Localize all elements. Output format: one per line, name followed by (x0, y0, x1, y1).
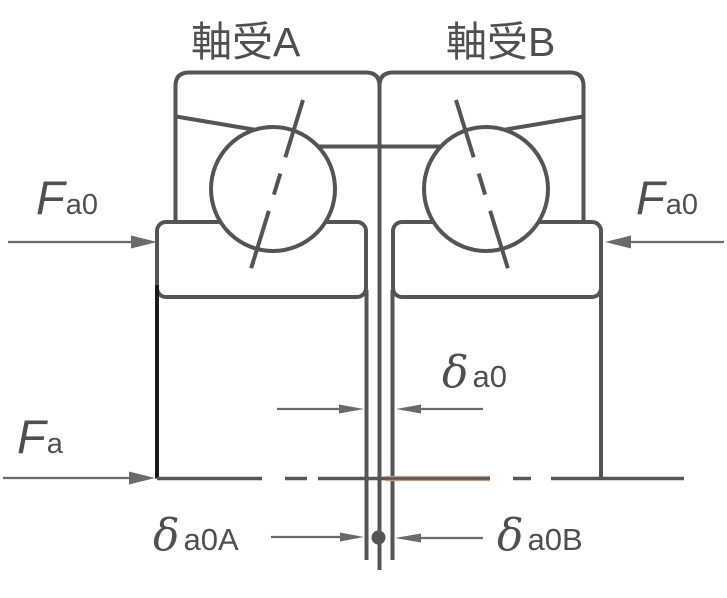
delta-a0b-subscript: a0B (527, 522, 583, 557)
fa-subscript: a (46, 428, 63, 460)
ball-b (422, 125, 550, 253)
fa0-left-label: F a0 (36, 170, 98, 225)
delta-a0a-subscript: a0A (183, 522, 239, 557)
delta-a0a-symbol: δ (153, 510, 180, 561)
delta-a0b-symbol: δ (497, 510, 524, 561)
fa-symbol: F (17, 410, 46, 463)
outer-ring-b-outline (377, 70, 586, 222)
fa0-right-subscript: a0 (665, 189, 698, 221)
delta-a0a-label: δ a0A (153, 510, 239, 561)
fa0-right-label: F a0 (636, 170, 698, 225)
outer-ring-a-shoulder-line (175, 114, 257, 132)
outer-ring-a-outline (173, 70, 382, 222)
ball-a (209, 125, 337, 253)
delta-a0-label: δ a0 (442, 347, 507, 398)
delta-a0b-arrow (395, 533, 483, 543)
preload-gap-dot (371, 530, 386, 545)
fa0-right-arrow (605, 235, 724, 249)
fa0-right-symbol: F (636, 171, 665, 224)
delta-a0b-label: δ a0B (497, 510, 583, 561)
bearing-b-label: 軸受B (446, 19, 556, 65)
outer-ring-b-shoulder-line (502, 114, 584, 132)
contact-angle-line-b (454, 99, 511, 273)
delta-a0-right-arrow (396, 404, 483, 414)
delta-a0-subscript: a0 (472, 359, 507, 394)
bearing-a-label: 軸受A (191, 19, 301, 65)
fa-label: F a (17, 409, 63, 464)
fa0-left-arrow (8, 235, 157, 249)
fa-arrow (3, 471, 155, 485)
fa0-left-symbol: F (36, 171, 65, 224)
delta-a0-left-arrow (277, 404, 364, 414)
delta-a0-symbol: δ (442, 347, 469, 398)
contact-angle-line-a (248, 99, 305, 273)
fa0-left-subscript: a0 (65, 189, 98, 221)
delta-a0a-arrow (271, 532, 364, 542)
